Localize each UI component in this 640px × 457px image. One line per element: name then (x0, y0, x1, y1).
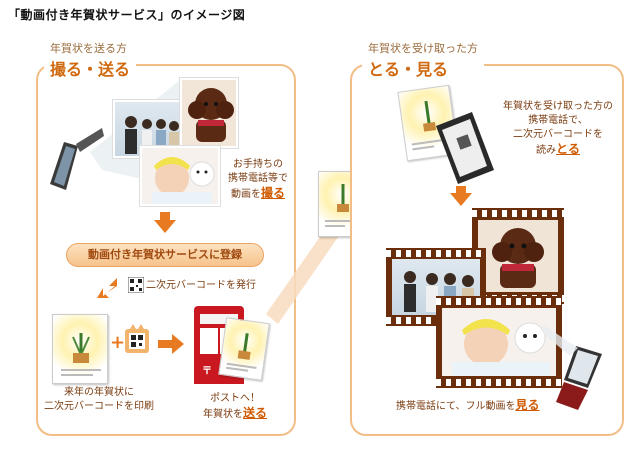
page-title: 「動画付き年賀状サービス」のイメージ図 (8, 8, 246, 22)
arrow-down-left-icon (97, 278, 117, 298)
receive-note: 年賀状を受け取った方の 携帯電話で、 二次元バーコードを 読みとる (498, 100, 618, 158)
receive-note-line3: 二次元バーコードを (513, 129, 603, 140)
shoot-keyword: 撮る (260, 186, 285, 200)
smartphone-icon (436, 112, 494, 184)
read-keyword: とる (555, 142, 580, 156)
flip-phone-icon (50, 128, 104, 190)
arrow-down-head (154, 220, 176, 233)
receive-note-text: 読み (535, 145, 556, 156)
receiver-heading: とる・見る (368, 60, 449, 79)
receive-note-line2: 携帯電話で、 (528, 115, 588, 126)
post-note-line2: 年賀状を送る (190, 406, 280, 422)
post-note-text: 年賀状を (202, 409, 243, 420)
baby-photo (140, 146, 220, 206)
print-note: 来年の年賀状に 二次元バーコードを印刷 (44, 386, 154, 414)
barcode-issue-note: 二次元バーコードを発行 (146, 280, 256, 291)
view-note-text: 携帯電話にて、フル動画を (396, 401, 516, 412)
view-note: 携帯電話にて、フル動画を見る (396, 398, 556, 414)
phone-beam (542, 324, 578, 356)
sender-panel-header: 年賀状を送る方 撮る・送る (44, 40, 137, 80)
plus-icon: + (110, 332, 126, 353)
film-strip-baby (436, 296, 562, 388)
arrow-down-icon (160, 212, 170, 222)
shoot-note-line1: お手持ちの (233, 159, 283, 170)
sender-subtitle: 年賀状を送る方 (50, 42, 127, 55)
send-keyword: 送る (242, 406, 267, 420)
dog-photo (180, 78, 238, 148)
receive-note-line1: 年賀状を受け取った方の (503, 101, 613, 112)
shoot-note-text: 動画を (230, 189, 261, 200)
receiver-subtitle: 年賀状を受け取った方 (368, 42, 478, 55)
print-note-line1: 来年の年賀状に (64, 387, 134, 398)
arrow-down-right-icon (456, 186, 466, 194)
receiver-panel-header: 年賀状を受け取った方 とる・見る (362, 40, 484, 80)
arrow-down-right-head (450, 193, 472, 206)
flip-phone-viewer-icon (556, 346, 602, 410)
receive-note-line4: 読みとる (498, 142, 618, 158)
posted-card (218, 317, 270, 381)
shoot-note-line3: 動画を撮る (218, 186, 298, 202)
post-note: ポストへ！ 年賀状を送る (190, 392, 280, 422)
sender-heading: 撮る・送る (50, 60, 131, 79)
post-note-line1: ポストへ！ (210, 393, 260, 404)
qr-code-tag-icon (125, 324, 149, 353)
received-card (397, 84, 459, 162)
print-note-line2: 二次元バーコードを印刷 (44, 401, 154, 412)
shoot-note-line2: 携帯電話等で (228, 173, 288, 184)
shoot-note: お手持ちの 携帯電話等で 動画を撮る (218, 158, 298, 202)
register-banner: 動画付き年賀状サービスに登録 (66, 243, 264, 267)
nengajo-card (52, 314, 108, 384)
view-keyword: 見る (515, 398, 540, 412)
qr-code-icon (128, 277, 144, 293)
arrow-right-icon (158, 334, 184, 354)
